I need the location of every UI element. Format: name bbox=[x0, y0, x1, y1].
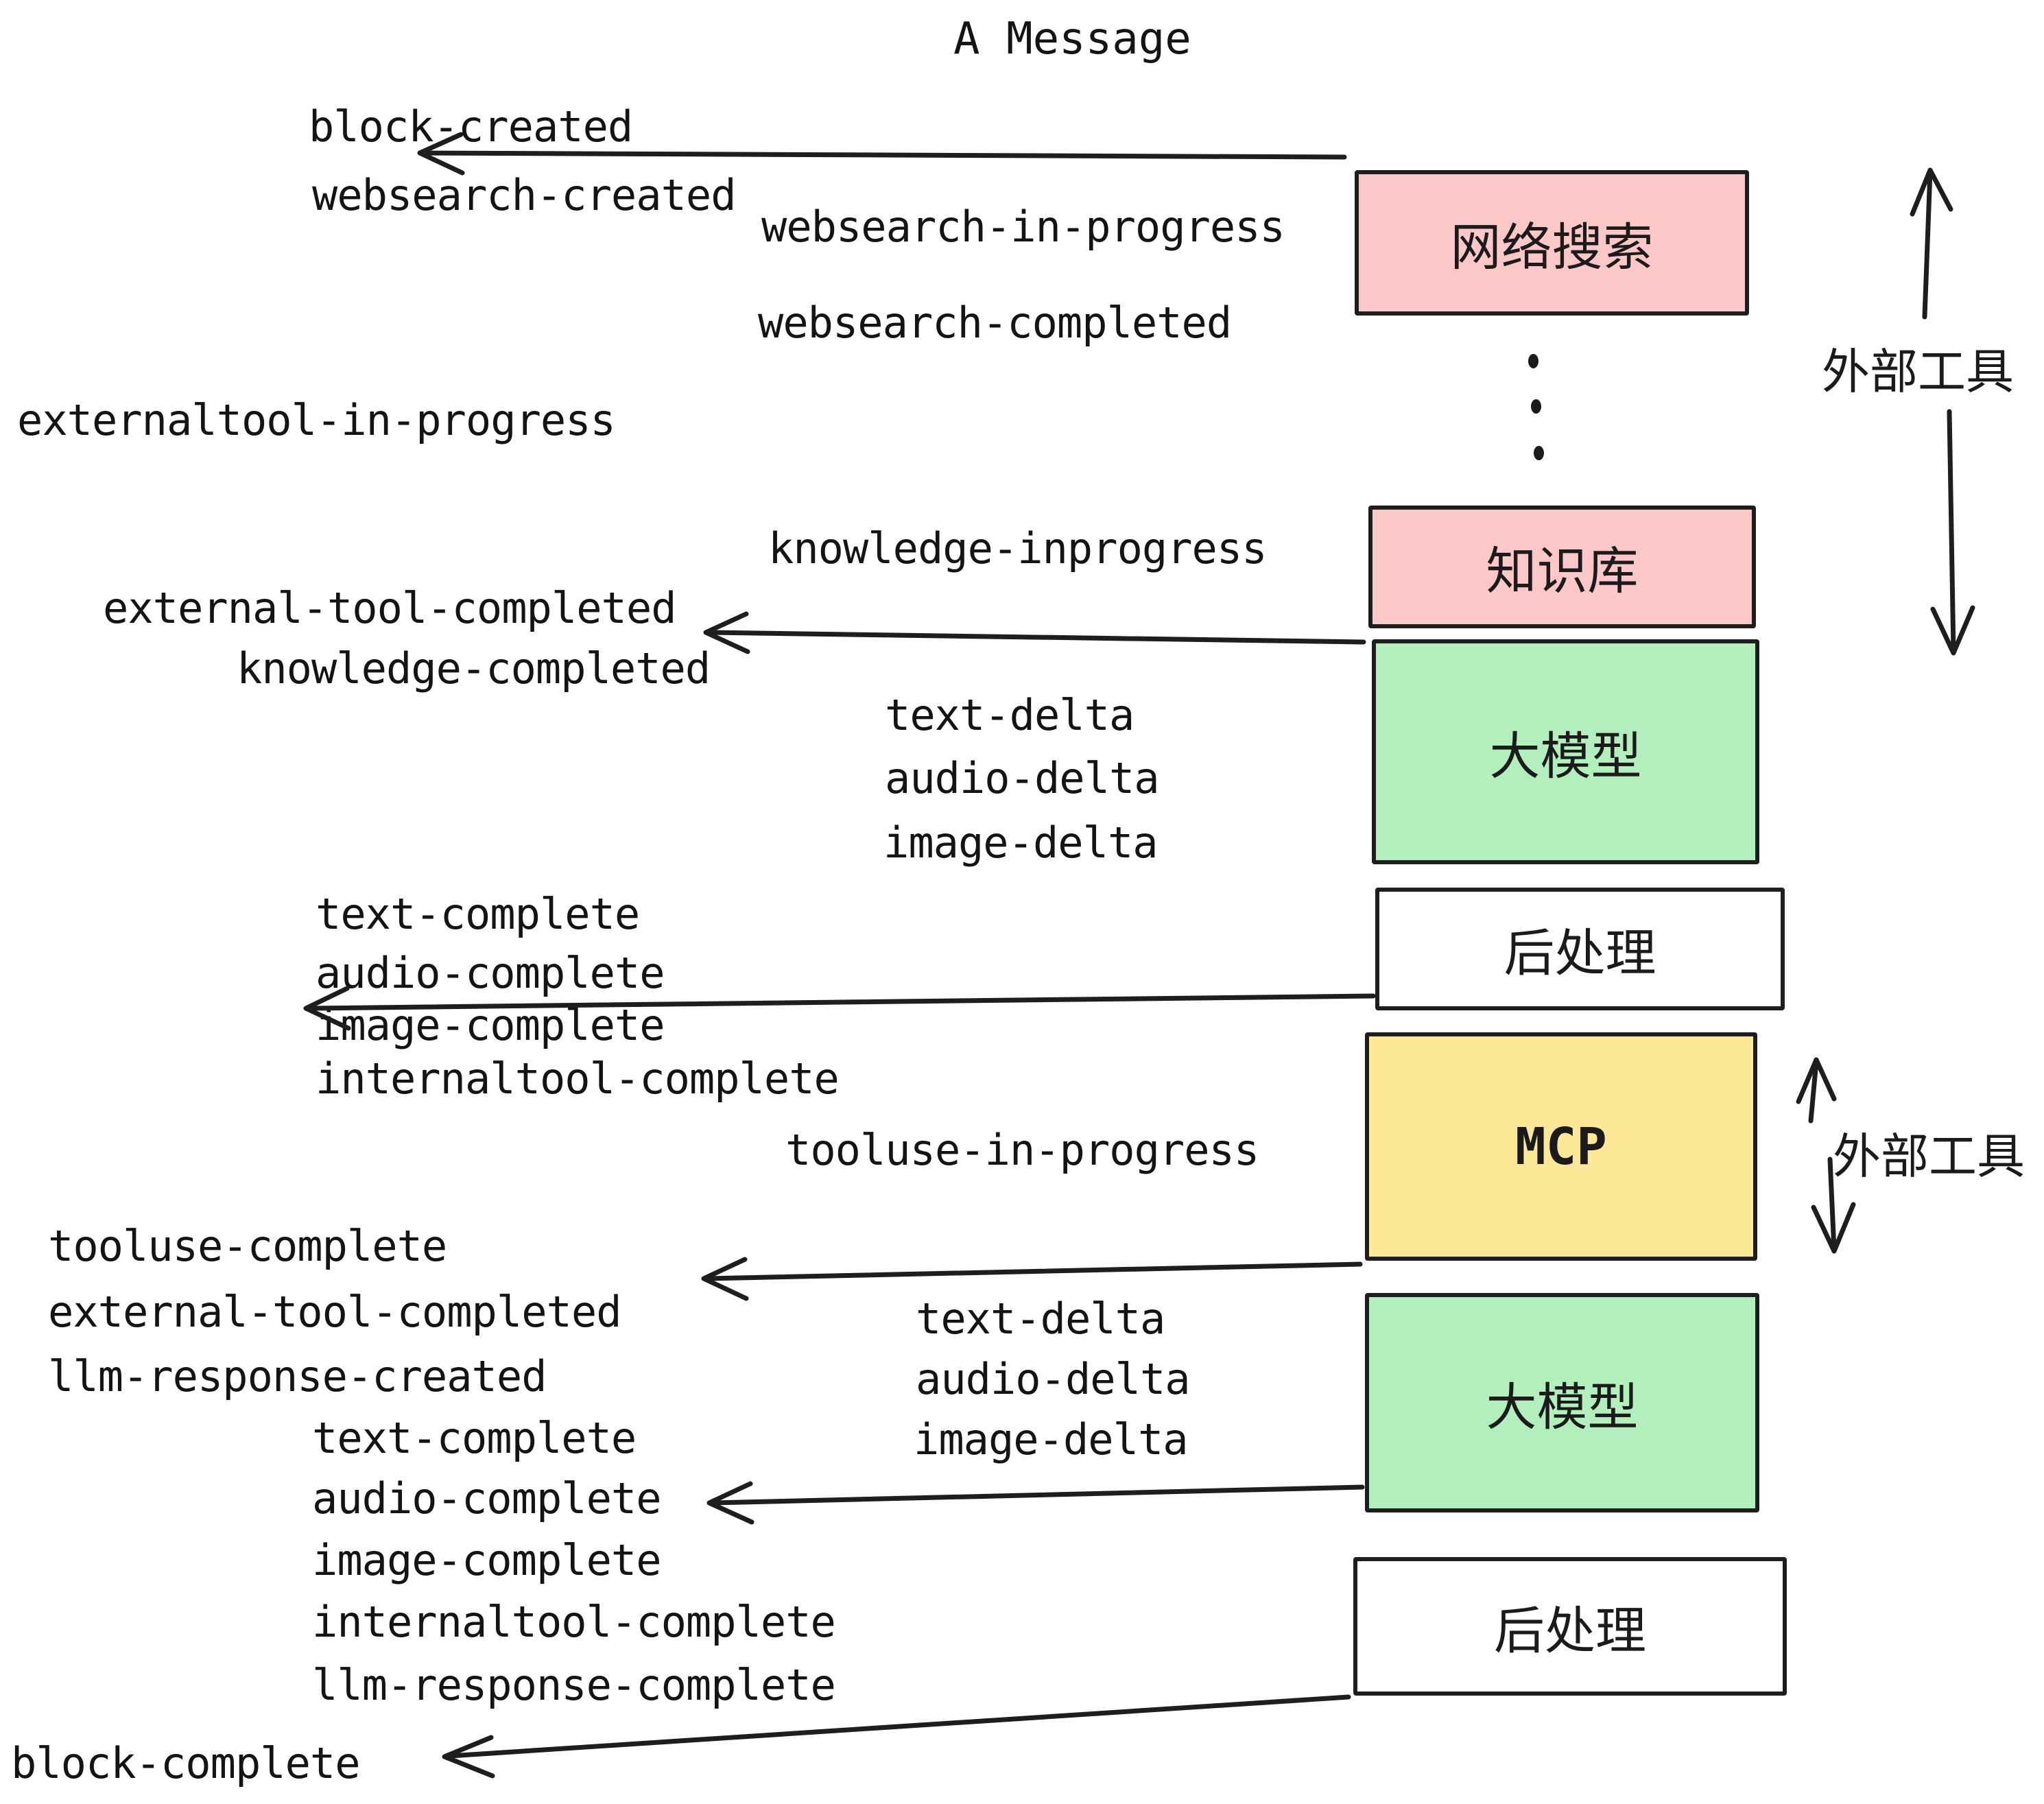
event-label-external-tool-completed-2: external-tool-completed bbox=[48, 1287, 622, 1337]
event-label-knowledge-completed: knowledge-completed bbox=[237, 643, 711, 693]
external-tools-up-arrow-top bbox=[1910, 167, 1953, 320]
event-label-image-delta-2: image-delta bbox=[914, 1414, 1189, 1464]
event-label-text-delta-2: text-delta bbox=[916, 1294, 1165, 1344]
event-label-llm-response-created: llm-response-created bbox=[48, 1351, 547, 1401]
event-label-audio-complete-2: audio-complete bbox=[312, 1473, 662, 1523]
box-llm-bottom-label: 大模型 bbox=[1486, 1377, 1639, 1437]
ellipsis-dot bbox=[1528, 354, 1538, 368]
event-label-audio-delta-1: audio-delta bbox=[885, 753, 1160, 803]
diagram-title: A Message bbox=[953, 14, 1191, 64]
ellipsis-dot bbox=[1531, 399, 1541, 414]
box-postprocess-top: 后处理 bbox=[1375, 888, 1785, 1010]
arrow-to-audio-complete bbox=[706, 1481, 1365, 1525]
box-postprocess-bottom-label: 后处理 bbox=[1494, 1601, 1646, 1661]
box-knowledge: 知识库 bbox=[1368, 506, 1756, 628]
event-label-image-complete-1: image-complete bbox=[316, 1000, 665, 1050]
box-websearch: 网络搜索 bbox=[1355, 170, 1749, 316]
ellipsis-dot bbox=[1534, 446, 1544, 460]
event-label-text-delta-1: text-delta bbox=[885, 690, 1134, 740]
box-postprocess-bottom: 后处理 bbox=[1353, 1557, 1787, 1696]
box-llm-top-label: 大模型 bbox=[1489, 726, 1642, 786]
event-label-externaltool-in-progress: externaltool-in-progress bbox=[17, 395, 616, 445]
box-mcp: MCP bbox=[1365, 1032, 1757, 1261]
event-label-external-tool-completed-1: external-tool-completed bbox=[103, 583, 677, 633]
arrow-to-knowledge-completed bbox=[703, 611, 1366, 654]
event-label-block-created: block-created bbox=[309, 102, 633, 152]
arrow-to-tooluse-complete bbox=[701, 1257, 1363, 1301]
event-label-websearch-created: websearch-created bbox=[312, 170, 737, 220]
box-mcp-label: MCP bbox=[1515, 1117, 1607, 1176]
box-knowledge-label: 知识库 bbox=[1486, 542, 1639, 601]
box-llm-bottom: 大模型 bbox=[1365, 1293, 1759, 1512]
event-label-websearch-completed: websearch-completed bbox=[758, 298, 1232, 348]
external-tools-up-arrow-bottom bbox=[1796, 1057, 1837, 1124]
event-label-audio-delta-2: audio-delta bbox=[916, 1354, 1191, 1404]
event-label-block-complete: block-complete bbox=[11, 1738, 361, 1788]
external-tools-down-arrow-top bbox=[1930, 409, 1975, 656]
external-tools-label-bottom: 外部工具 bbox=[1833, 1128, 2025, 1185]
event-label-llm-response-complete: llm-response-complete bbox=[312, 1660, 836, 1710]
box-llm-top: 大模型 bbox=[1372, 639, 1759, 864]
box-websearch-label: 网络搜索 bbox=[1450, 217, 1654, 277]
event-label-internaltool-complete-1: internaltool-complete bbox=[316, 1054, 840, 1104]
box-postprocess-top-label: 后处理 bbox=[1504, 924, 1656, 983]
event-label-audio-complete-1: audio-complete bbox=[316, 948, 665, 998]
event-label-internaltool-complete-2: internaltool-complete bbox=[312, 1597, 836, 1647]
event-label-image-complete-2: image-complete bbox=[312, 1535, 662, 1585]
event-label-text-complete-1: text-complete bbox=[316, 889, 640, 939]
event-label-tooluse-in-progress: tooluse-in-progress bbox=[785, 1125, 1259, 1175]
event-label-websearch-in-progress: websearch-in-progress bbox=[761, 202, 1285, 252]
external-tools-label-top: 外部工具 bbox=[1822, 344, 2014, 400]
event-label-text-complete-2: text-complete bbox=[312, 1413, 637, 1463]
event-label-image-delta-1: image-delta bbox=[883, 818, 1158, 868]
event-label-knowledge-inprogress: knowledge-inprogress bbox=[768, 523, 1268, 573]
event-label-tooluse-complete: tooluse-complete bbox=[48, 1221, 447, 1271]
